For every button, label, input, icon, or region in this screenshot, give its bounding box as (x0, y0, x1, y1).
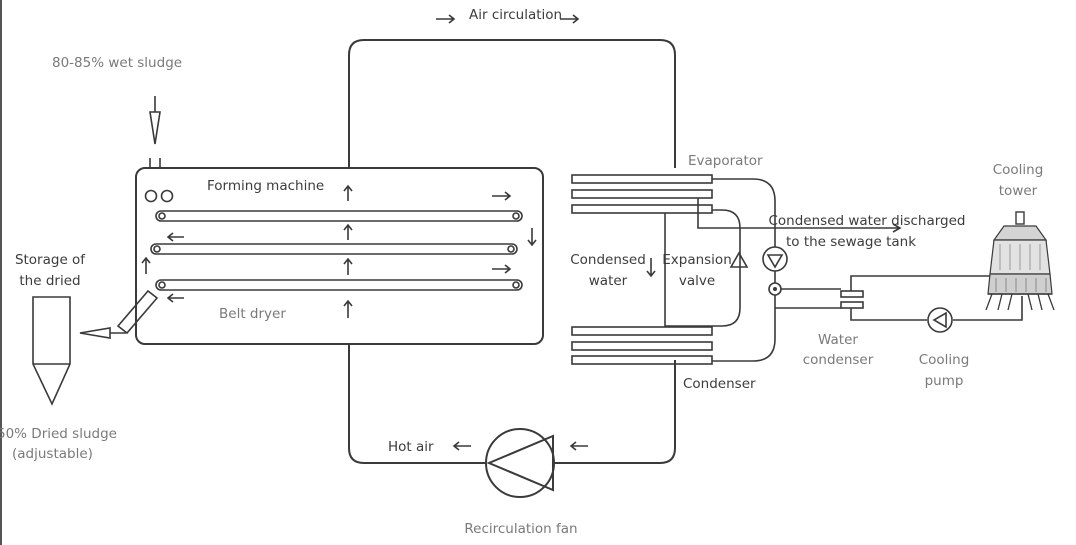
arrow-icon (569, 441, 588, 451)
inlet-chute (149, 158, 161, 168)
belt-dryer-box (135, 167, 544, 345)
recirculation-fan-icon (485, 428, 555, 498)
compressor-icon (762, 246, 788, 272)
arrow-icon (166, 232, 184, 242)
cooling-pump-icon (927, 307, 953, 333)
air-circulation-label: Air circulation (436, 7, 580, 24)
roller-icon (144, 189, 158, 203)
storage-label-line2: the dried (19, 273, 80, 289)
condenser-label: Condenser (683, 376, 756, 392)
storage-silo (32, 296, 71, 406)
water-condenser-icon (840, 290, 864, 309)
wet-sludge-label: 80-85% wet sludge (52, 55, 182, 71)
arrow-icon (166, 293, 184, 303)
evaporator-coils (571, 174, 713, 214)
discharge-pipe (697, 198, 902, 233)
arrow-icon (436, 14, 456, 24)
conveyor-belt-1 (155, 210, 523, 222)
cooling-pump-label-line1: Cooling (919, 352, 970, 368)
expansion-valve-label-line2: valve (679, 273, 715, 289)
expansion-valve-label-line1: Expansion (662, 252, 732, 268)
storage-label-line1: Storage of (15, 252, 86, 268)
arrow-icon (492, 264, 512, 274)
svg-text:Air circulation: Air circulation (469, 7, 562, 23)
air-duct-bottom-right (555, 360, 676, 464)
expansion-valve-icon (729, 251, 749, 268)
cooling-pump-label-line2: pump (925, 373, 964, 389)
air-duct-top (348, 39, 676, 168)
cooling-tower-icon (985, 211, 1055, 311)
dried-sludge-label-line1: 50% Dried sludge (0, 426, 117, 442)
condensed-water-label-line1: Condensed (570, 252, 646, 268)
condenser-coils (571, 326, 713, 365)
belt-dryer-label: Belt dryer (219, 306, 286, 322)
arrow-icon (560, 14, 580, 24)
discharge-label-line1: Condensed water discharged (769, 213, 966, 229)
condensed-water-label-line2: water (589, 273, 628, 289)
hot-air-label: Hot air (388, 439, 434, 455)
arrow-icon (452, 441, 471, 451)
water-condenser-label-line2: condenser (803, 352, 874, 368)
arrow-icon (492, 191, 512, 201)
forming-machine-label: Forming machine (207, 178, 324, 194)
arrow-icon (527, 228, 537, 247)
arrow-icon (343, 223, 353, 240)
refrigerant-inner-loop (665, 209, 741, 327)
cooling-tower-label-line2: tower (999, 183, 1038, 199)
arrow-icon (141, 256, 151, 274)
discharge-chute (116, 289, 159, 335)
junction-icon (768, 282, 782, 296)
conveyor-belt-2 (150, 243, 518, 255)
arrow-icon (343, 257, 353, 275)
conveyor-belt-3 (155, 279, 523, 291)
outlet-arrow-icon (79, 327, 126, 339)
arrow-icon (343, 299, 353, 318)
cooling-water-circuit (850, 275, 1023, 321)
recirculation-fan-label: Recirculation fan (464, 521, 577, 537)
refrigerant-outer-loop (712, 178, 776, 362)
arrow-icon (343, 184, 353, 201)
refrigerant-to-water-condenser (775, 288, 841, 309)
water-condenser-label-line1: Water (818, 332, 858, 348)
evaporator-label: Evaporator (688, 153, 763, 169)
cooling-tower-label-line1: Cooling (993, 162, 1044, 178)
inlet-arrow-icon (149, 96, 161, 145)
discharge-label-line2: to the sewage tank (786, 234, 916, 250)
dryer-flow-arrows (141, 184, 537, 318)
arrow-icon (646, 258, 656, 278)
roller-icon (160, 189, 174, 203)
dried-sludge-label-line2: (adjustable) (12, 446, 93, 462)
air-duct-bottom-left (348, 344, 486, 464)
